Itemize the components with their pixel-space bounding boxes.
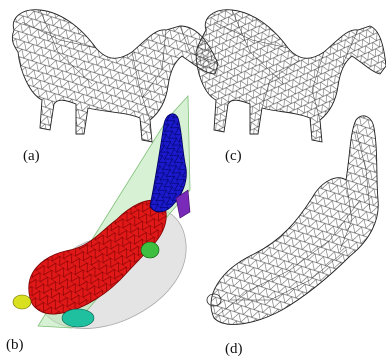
label-a: (a) (23, 148, 40, 164)
label-b: (b) (6, 337, 24, 353)
leg-yellow (13, 295, 31, 309)
leg-green (141, 242, 159, 258)
panel-b-segmented-model (13, 96, 190, 329)
label-c: (c) (225, 148, 242, 164)
leg-teal (62, 309, 94, 327)
label-d: (d) (225, 341, 243, 356)
